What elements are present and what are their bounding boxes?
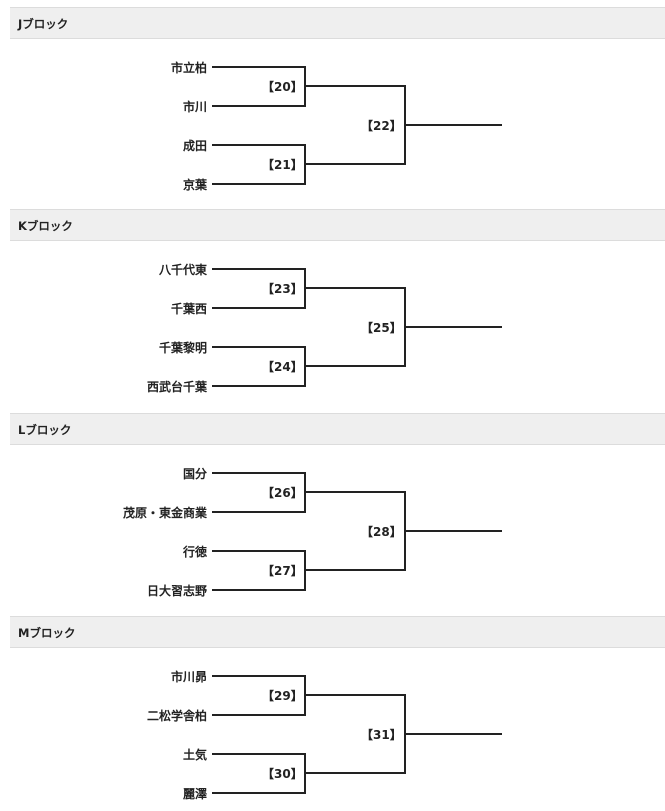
team-name: 市川昴 (170, 670, 207, 684)
bracket-line (212, 105, 306, 107)
match-number: 【28】 (361, 525, 402, 539)
bracket-line (212, 307, 306, 309)
match-number: 【27】 (262, 564, 303, 578)
team-name: 国分 (182, 467, 207, 481)
match-number: 【22】 (361, 119, 402, 133)
bracket-line (404, 326, 502, 328)
bracket-line (304, 569, 406, 571)
bracket-line (404, 124, 502, 126)
bracket-line (212, 714, 306, 716)
block-title: Kブロック (18, 219, 73, 233)
team-name: 西武台千葉 (146, 380, 207, 394)
bracket-line (212, 753, 306, 755)
bracket-block-k: Kブロック 八千代東 千葉西 千葉黎明 西武台千葉 【23】 【24】 【25】 (0, 209, 665, 413)
team-name: 二松学舎柏 (146, 709, 207, 723)
bracket-block-l: Lブロック 国分 茂原・東金商業 行徳 日大習志野 【26】 【27】 【28】 (0, 413, 665, 616)
team-name: 日大習志野 (146, 584, 207, 598)
bracket-line (212, 346, 306, 348)
bracket-line (212, 550, 306, 552)
bracket-line (212, 66, 306, 68)
bracket-line (304, 163, 406, 165)
bracket-line (212, 589, 306, 591)
bracket-line (212, 792, 306, 794)
team-name: 千葉西 (170, 302, 207, 316)
block-header: Lブロック (10, 413, 665, 445)
team-name: 市川 (182, 100, 207, 114)
bracket-line (212, 511, 306, 513)
team-name: 八千代東 (158, 263, 207, 277)
bracket-line (212, 472, 306, 474)
match-number: 【29】 (262, 689, 303, 703)
match-number: 【25】 (361, 321, 402, 335)
team-name: 京葉 (182, 178, 207, 192)
bracket-line (304, 85, 406, 87)
bracket-line (404, 733, 502, 735)
team-name: 茂原・東金商業 (122, 506, 207, 520)
match-number: 【21】 (262, 158, 303, 172)
bracket-line (304, 287, 406, 289)
bracket-line (212, 183, 306, 185)
team-name: 市立柏 (170, 61, 207, 75)
block-title: Mブロック (18, 626, 76, 640)
bracket-block-m: Mブロック 市川昴 二松学舎柏 土気 麗澤 【29】 【30】 【31】 (0, 616, 665, 811)
match-number: 【23】 (262, 282, 303, 296)
match-number: 【31】 (361, 728, 402, 742)
block-header: Mブロック (10, 616, 665, 648)
team-name: 成田 (182, 139, 207, 153)
bracket-line (212, 144, 306, 146)
team-name: 土気 (182, 748, 207, 762)
match-number: 【30】 (262, 767, 303, 781)
match-number: 【24】 (262, 360, 303, 374)
bracket-line (304, 365, 406, 367)
bracket-line (212, 675, 306, 677)
team-name: 麗澤 (182, 787, 207, 801)
bracket-line (212, 385, 306, 387)
bracket-block-j: Jブロック 市立柏 市川 成田 京葉 【20】 【21】 【22】 (0, 7, 665, 209)
bracket-line (404, 530, 502, 532)
bracket-line (304, 772, 406, 774)
bracket-line (212, 268, 306, 270)
block-header: Kブロック (10, 209, 665, 241)
bracket-line (304, 694, 406, 696)
match-number: 【20】 (262, 80, 303, 94)
block-header: Jブロック (10, 7, 665, 39)
bracket-line (304, 491, 406, 493)
block-title: Jブロック (18, 17, 69, 31)
block-title: Lブロック (18, 423, 72, 437)
team-name: 行徳 (182, 545, 207, 559)
team-name: 千葉黎明 (158, 341, 207, 355)
match-number: 【26】 (262, 486, 303, 500)
